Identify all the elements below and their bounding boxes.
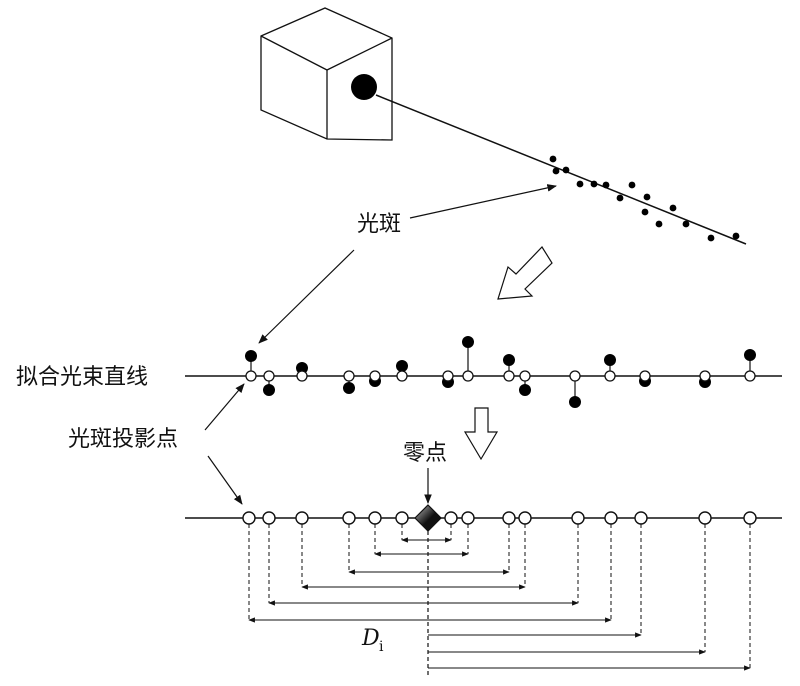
projection-points-label: 光斑投影点: [68, 427, 178, 452]
fitted-projection-point: [744, 370, 756, 382]
zero-point-label: 零点: [403, 441, 447, 466]
spot-arrow-to-beam: [409, 184, 557, 219]
scatter-spot: [616, 194, 624, 202]
scatter-spot: [655, 220, 663, 228]
scatter-spot: [628, 181, 636, 189]
fitted-spot: [263, 384, 275, 396]
projection-point: [604, 511, 618, 525]
projection-point: [368, 511, 382, 525]
fitted-projection-point: [442, 370, 454, 382]
fitted-projection-point: [699, 370, 711, 382]
projection-point: [295, 511, 309, 525]
scatter-spot: [602, 181, 610, 189]
scatter-spot: [549, 155, 557, 163]
cube-camera-icon: [260, 7, 393, 141]
scatter-spots-group: [549, 155, 740, 242]
scatter-spot: [576, 180, 584, 188]
scatter-spot: [643, 193, 651, 201]
fitted-projection-point: [396, 370, 408, 382]
beam-line: [375, 94, 747, 245]
fitted-projection-point: [503, 370, 515, 382]
projection-point: [634, 511, 648, 525]
projection-point: [242, 511, 256, 525]
distance-symbol-label: D: [361, 626, 380, 651]
fitted-spot: [343, 382, 355, 394]
projection-point: [461, 511, 475, 525]
projection-point: [698, 511, 712, 525]
projection-point: [502, 511, 516, 525]
fitted-spot: [245, 350, 257, 362]
fitted-spot: [296, 362, 308, 374]
fitted-projection-point: [369, 370, 381, 382]
spot-arrow-to-fit: [258, 249, 355, 344]
camera-lens-icon: [351, 74, 377, 100]
scatter-spot: [552, 167, 560, 175]
fitted-projection-point: [245, 370, 257, 382]
fitted-spot: [569, 396, 581, 408]
fitted-projection-point: [296, 370, 308, 382]
spot-label: 光斑: [357, 212, 401, 237]
scatter-spot: [590, 180, 598, 188]
diamond-icon: [414, 504, 442, 532]
projection-point: [571, 511, 585, 525]
distance-subscript-label: i: [379, 639, 384, 655]
projection-points-group: [242, 511, 757, 525]
scatter-spot: [732, 232, 740, 240]
fitted-projection-point: [343, 370, 355, 382]
fitted-projection-point: [462, 370, 474, 382]
fitted-spot: [604, 354, 616, 366]
distance-dimensions-group: [248, 524, 751, 676]
fitted-spot: [744, 349, 756, 361]
scatter-spot: [682, 220, 690, 228]
fitted-spots-group: [245, 336, 756, 408]
projection-point: [395, 511, 409, 525]
scatter-spot: [562, 166, 570, 174]
fitted-projection-point: [639, 370, 651, 382]
scatter-spot: [707, 234, 715, 242]
fitted-line-label: 拟合光束直线: [16, 365, 148, 390]
projection-arrow-up: [204, 383, 245, 431]
fitted-spot: [462, 336, 474, 348]
hollow-arrow-down-icon: [463, 407, 499, 461]
scatter-spot: [641, 208, 649, 216]
hollow-arrow-down-left-icon: [497, 246, 553, 300]
fitted-projection-point: [519, 370, 531, 382]
fitted-spot: [503, 354, 515, 366]
projection-point: [444, 511, 458, 525]
projection-point: [518, 511, 532, 525]
fitted-projection-point: [263, 370, 275, 382]
fitted-projection-point: [569, 370, 581, 382]
projection-arrow-down: [207, 455, 243, 505]
fitted-spot: [519, 384, 531, 396]
scatter-spot: [669, 204, 677, 212]
projection-point: [262, 511, 276, 525]
fitted-projection-point: [604, 370, 616, 382]
projection-point: [743, 511, 757, 525]
fitted-spot: [396, 360, 408, 372]
projection-point: [342, 511, 356, 525]
